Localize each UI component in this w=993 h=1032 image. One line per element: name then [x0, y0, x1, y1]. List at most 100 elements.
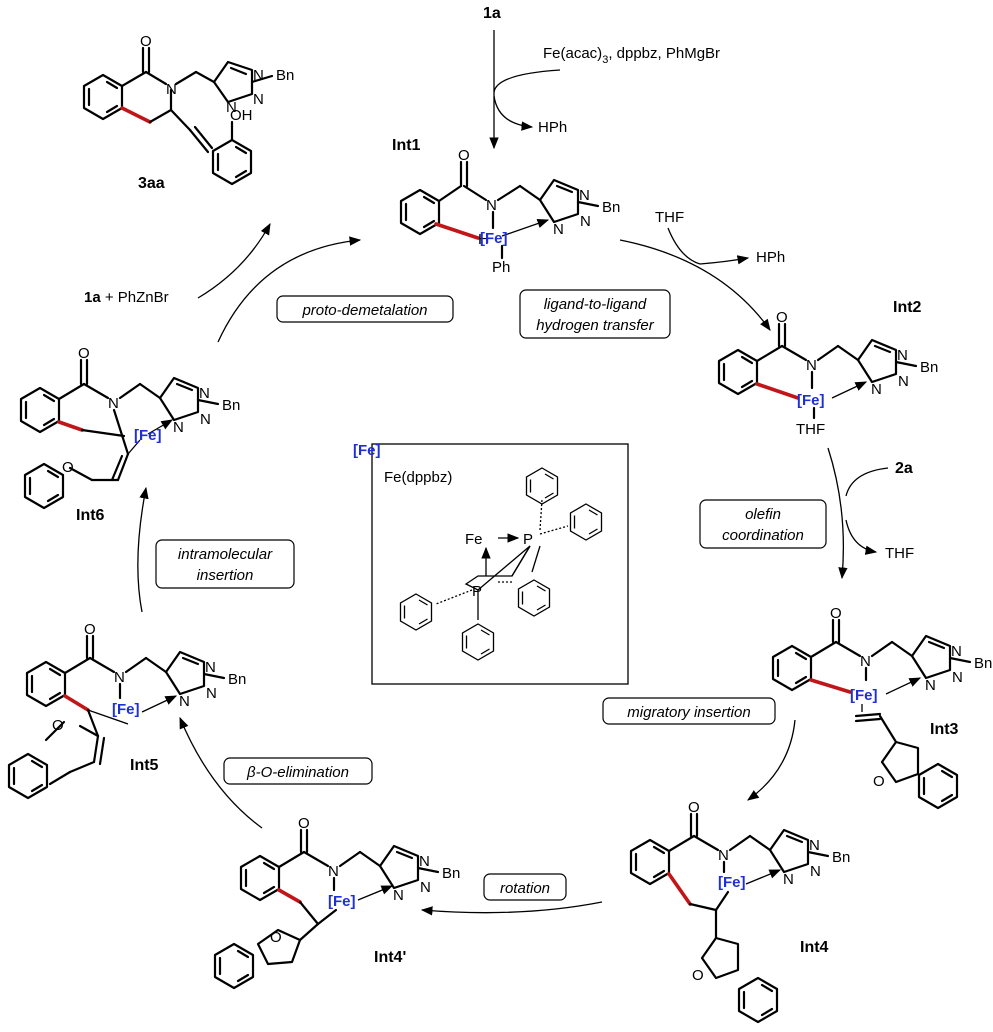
int4p-carbonyl-o: O	[298, 815, 310, 832]
box-beta-o-elimination	[223, 757, 373, 785]
structure-3aa	[82, 46, 274, 186]
step-intra-line1: intramolecular	[178, 546, 273, 563]
3aa-bn: Bn	[276, 67, 294, 84]
int1-amide-n: N	[486, 197, 497, 214]
int6-triazole-n1: N	[199, 385, 210, 402]
legend-fe-box	[371, 443, 629, 685]
3aa-triazole-n2: N	[253, 91, 264, 108]
int4p-triazole-n2: N	[420, 879, 431, 896]
int2-triazole-n2: N	[898, 373, 909, 390]
int1-triazole-n3: N	[553, 221, 564, 238]
label-int5: Int5	[130, 757, 159, 774]
int6-amide-n: N	[108, 395, 119, 412]
box-intramolecular-insertion	[155, 539, 295, 589]
legend-title: Fe(dppbz)	[384, 469, 452, 486]
arrow-int5-to-int6	[137, 486, 149, 613]
int2-carbonyl-o: O	[776, 309, 788, 326]
structure-int5	[7, 634, 226, 800]
label-int4-prime: Int4'	[374, 949, 406, 966]
label-int1: Int1	[392, 137, 421, 154]
int4-triazole-n3: N	[783, 871, 794, 888]
step-olefin-line2: coordination	[722, 527, 804, 544]
int5-carbonyl-o: O	[84, 621, 96, 638]
arrow-hph-out-2	[699, 255, 750, 265]
int3-amide-n: N	[860, 653, 871, 670]
int3-furan-o: O	[873, 773, 885, 790]
int4p-triazole-n3: N	[393, 887, 404, 904]
3aa-carbonyl-o: O	[140, 33, 152, 50]
step3-2a-in: 2a	[895, 460, 913, 477]
arrow-int6-to-int1	[217, 236, 362, 343]
arrow-thf-in	[667, 227, 701, 265]
int4-bn: Bn	[832, 849, 850, 866]
int5-triazole-n1: N	[205, 659, 216, 676]
structure-int4-prime	[213, 828, 440, 990]
step2-hph-out: HPh	[756, 249, 785, 266]
int5-triazole-n2: N	[206, 685, 217, 702]
arrow-hph-out	[493, 95, 534, 131]
reagent-conditions: Fe(acac)3, dppbz, PhMgBr	[543, 45, 720, 66]
int2-thf: THF	[796, 421, 825, 438]
step2-thf-in: THF	[655, 209, 684, 226]
step-proto-demetalation: proto-demetalation	[301, 302, 427, 319]
step-lthat-line2: hydrogen transfer	[536, 317, 655, 334]
int4p-amide-n: N	[328, 863, 339, 880]
step-intra-line2: insertion	[197, 567, 254, 584]
return-reagent: 1a + PhZnBr	[84, 289, 169, 306]
int3-fe: [Fe]	[850, 687, 878, 704]
structure-int1	[399, 160, 600, 260]
int3-triazole-n1: N	[951, 643, 962, 660]
arrow-to-3aa	[197, 222, 271, 299]
step-olefin-line1: olefin	[745, 506, 781, 523]
int6-bn: Bn	[222, 397, 240, 414]
int5-fe: [Fe]	[112, 701, 140, 718]
arrow-int3-to-int4	[747, 719, 796, 801]
label-3aa: 3aa	[138, 175, 165, 192]
step-migratory-insertion: migratory insertion	[627, 704, 750, 721]
int4-triazole-n1: N	[809, 837, 820, 854]
int1-triazole-n1: N	[579, 187, 590, 204]
box-ligand-transfer	[519, 289, 671, 339]
int1-triazole-n2: N	[580, 213, 591, 230]
int4-amide-n: N	[718, 847, 729, 864]
int2-fe: [Fe]	[797, 392, 825, 409]
int6-triazole-n3: N	[173, 419, 184, 436]
box-proto-demetalation	[276, 295, 454, 323]
structure-int2	[717, 322, 918, 420]
int5-amide-n: N	[114, 669, 125, 686]
int1-bn: Bn	[602, 199, 620, 216]
int5-phenoxide-o: O	[52, 717, 64, 734]
box-migratory-insertion	[602, 697, 776, 725]
int1-ph: Ph	[492, 259, 510, 276]
3aa-oh: OH	[230, 107, 253, 124]
label-int4: Int4	[800, 939, 829, 956]
arrow-int4-to-int4p	[420, 901, 603, 916]
3aa-triazole-n3: N	[226, 99, 237, 116]
step3-thf-out: THF	[885, 545, 914, 562]
arrow-reagent-in	[493, 69, 561, 93]
legend-p-left: P	[472, 583, 482, 600]
box-olefin-coordination	[699, 499, 827, 549]
int4p-bn: Bn	[442, 865, 460, 882]
int6-triazole-n2: N	[200, 411, 211, 428]
byproduct-hph-1: HPh	[538, 119, 567, 136]
int4p-furan-o: O	[270, 929, 282, 946]
int4p-triazole-n1: N	[419, 853, 430, 870]
label-int6: Int6	[76, 507, 105, 524]
int1-carbonyl-o: O	[458, 147, 470, 164]
int3-triazole-n2: N	[952, 669, 963, 686]
int3-bn: Bn	[974, 655, 992, 672]
int2-triazole-n3: N	[871, 381, 882, 398]
arrow-int2-to-int3	[827, 447, 848, 580]
int2-triazole-n1: N	[897, 347, 908, 364]
int6-carbonyl-o: O	[78, 345, 90, 362]
structure-int3	[771, 618, 972, 810]
int1-fe: [Fe]	[480, 230, 508, 247]
int2-bn: Bn	[920, 359, 938, 376]
int5-bn: Bn	[228, 671, 246, 688]
arrow-thf-out	[845, 519, 878, 555]
int4-furan-o: O	[692, 967, 704, 984]
box-rotation	[483, 873, 567, 901]
